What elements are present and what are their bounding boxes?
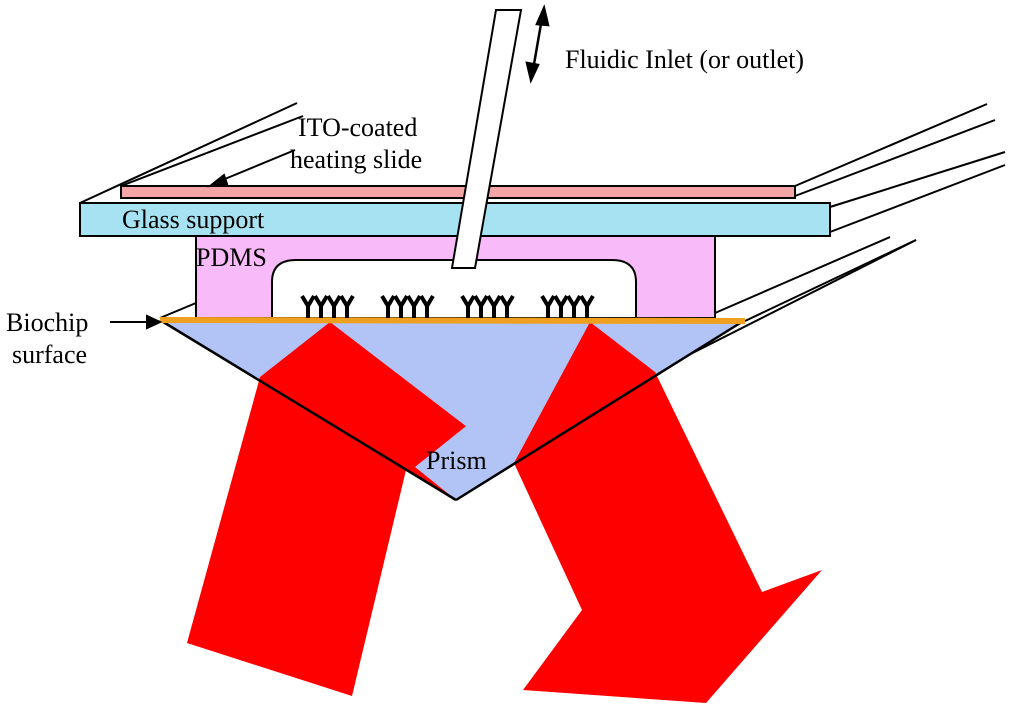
antibody-icon <box>473 294 489 318</box>
prism-outline <box>159 318 746 502</box>
ito-heating-slide <box>120 185 796 199</box>
fluidic-inlet-label: Fluidic Inlet (or outlet) <box>565 45 804 74</box>
antibody-icon <box>313 294 329 318</box>
antibody-icon <box>579 294 595 318</box>
antibody-icon <box>380 294 396 318</box>
prism-label: Prism <box>426 446 487 475</box>
antibody-array <box>300 294 595 318</box>
antibody-icon <box>300 294 316 318</box>
antibody-icon <box>540 294 556 318</box>
antibody-icon <box>460 294 476 318</box>
antibody-icon <box>393 294 409 318</box>
biochip-label-line2: surface <box>12 340 87 369</box>
ito-leader-arrow-icon <box>206 149 296 188</box>
ito-label-line2: heating slide <box>290 145 422 174</box>
antibody-icon <box>553 294 569 318</box>
biochip-surface <box>159 317 746 324</box>
flow-direction-arrow-icon <box>525 4 550 84</box>
pdms-label: PDMS <box>196 243 267 272</box>
incident-beam <box>187 322 514 696</box>
biochip-label-line1: Biochip <box>6 308 88 337</box>
biochip-leader-arrow-icon <box>110 314 163 330</box>
prism-tip <box>415 423 514 500</box>
perspective-lines-left <box>79 102 304 319</box>
antibody-icon <box>339 294 355 318</box>
antibody-icon <box>419 294 435 318</box>
glass-support-label: Glass support <box>122 205 265 234</box>
glass-support <box>79 202 831 237</box>
antibody-icon <box>326 294 342 318</box>
antibody-icon <box>406 294 422 318</box>
perspective-lines-right <box>654 103 1006 373</box>
antibody-icon <box>566 294 582 318</box>
antibody-icon <box>486 294 502 318</box>
reflected-beam <box>514 322 822 703</box>
antibody-icon <box>499 294 515 318</box>
ito-label-line1: ITO-coated <box>298 113 417 142</box>
fluidic-tube <box>450 9 523 269</box>
